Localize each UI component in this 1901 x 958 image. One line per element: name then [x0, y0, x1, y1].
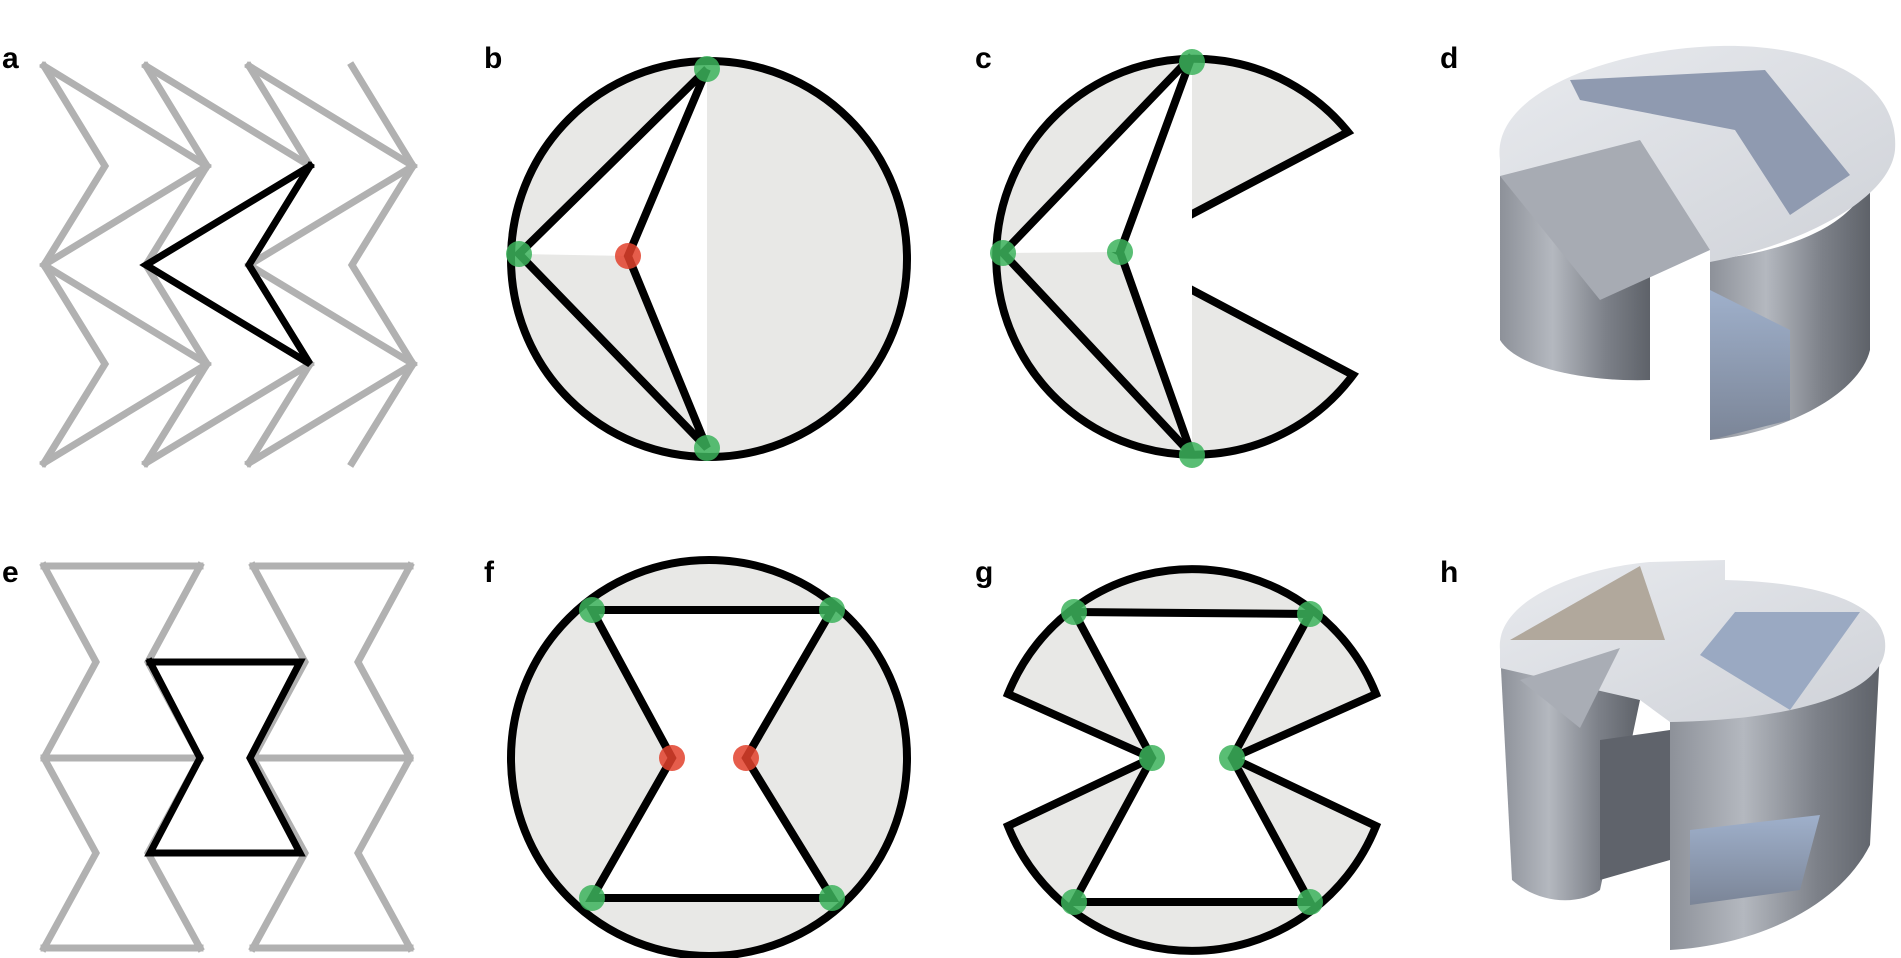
panel-label-d: d [1440, 42, 1459, 75]
inner-notch [1500, 140, 1710, 300]
wedge-edge [1006, 690, 1154, 762]
inner-wall [1600, 730, 1670, 880]
unit-cell-bowtie [144, 657, 306, 857]
lattice-gray-lines [39, 561, 415, 953]
lattice-zigzag [354, 561, 415, 953]
node-green [579, 597, 605, 623]
lattice-diagonal [244, 161, 418, 270]
unit-cell-reentrant [139, 161, 315, 367]
lattice-diagonal [39, 359, 212, 468]
inner-wall-lower [1690, 815, 1820, 905]
lattice-zigzag [39, 561, 100, 953]
disc [507, 57, 911, 461]
bowtie-cutout [592, 610, 832, 898]
lattice-column-zigzag [39, 61, 110, 468]
node-green [694, 56, 720, 82]
node-red [733, 745, 759, 771]
node-green [1219, 745, 1245, 771]
node-green [819, 597, 845, 623]
node-green [1297, 889, 1323, 915]
wedge-edge [1230, 754, 1378, 830]
panel-g-cut-disc-bowtie [1002, 565, 1382, 955]
lattice-diagonal [39, 61, 212, 171]
panel-label-f: f [484, 556, 494, 589]
node-green [990, 240, 1016, 266]
node-green [1107, 239, 1133, 265]
top-slot-2 [1700, 612, 1860, 710]
wedge-edge [1230, 690, 1378, 762]
lattice-diagonal [141, 359, 315, 468]
panel-label-e: e [2, 556, 19, 589]
node-green [506, 241, 532, 267]
lattice-diagonal [244, 260, 418, 369]
node-green [1297, 601, 1323, 627]
node-green [1061, 889, 1087, 915]
panel-a-reentrant-lattice [39, 61, 418, 468]
reentrant-cutout [519, 69, 707, 448]
wedge-edge [1006, 754, 1154, 830]
panel-b-disc-reentrant [506, 56, 911, 461]
node-green [1179, 49, 1205, 75]
pacman-disc [992, 54, 1360, 459]
lattice-column-zigzag [244, 61, 315, 468]
panel-e-bowtie-lattice [39, 561, 415, 953]
node-green [694, 435, 720, 461]
panel-label-c: c [975, 42, 992, 75]
top-slot-3 [1520, 648, 1620, 728]
panel-h-3d-render [1499, 560, 1886, 950]
top-slot [1570, 70, 1850, 215]
top-slot [1510, 566, 1665, 640]
reentrant-cutout [1003, 56, 1192, 455]
node-green [1061, 599, 1087, 625]
panel-label-g: g [975, 556, 994, 589]
lattice-column-zigzag [141, 61, 212, 468]
lattice-diagonal [244, 359, 418, 468]
lattice-diagonal [141, 61, 315, 171]
panel-label-h: h [1440, 556, 1459, 589]
panel-label-a: a [2, 42, 19, 75]
node-green [819, 885, 845, 911]
panel-c-pacman-disc [990, 49, 1360, 468]
lattice-diagonal [39, 260, 212, 369]
node-green [579, 885, 605, 911]
lattice-column-zigzag [347, 61, 418, 468]
panel-f-disc-bowtie [507, 556, 911, 958]
node-green [1139, 745, 1165, 771]
node-green [1179, 442, 1205, 468]
lattice-diagonal [244, 61, 418, 171]
panel-label-b: b [484, 42, 503, 75]
panel-d-3d-render [1499, 45, 1896, 440]
bowtie-cutout [1074, 612, 1310, 902]
node-red [615, 243, 641, 269]
lattice-diagonal [39, 161, 212, 270]
node-red [659, 745, 685, 771]
lattice-gray-lines [39, 61, 418, 468]
inner-wall [1710, 290, 1790, 440]
